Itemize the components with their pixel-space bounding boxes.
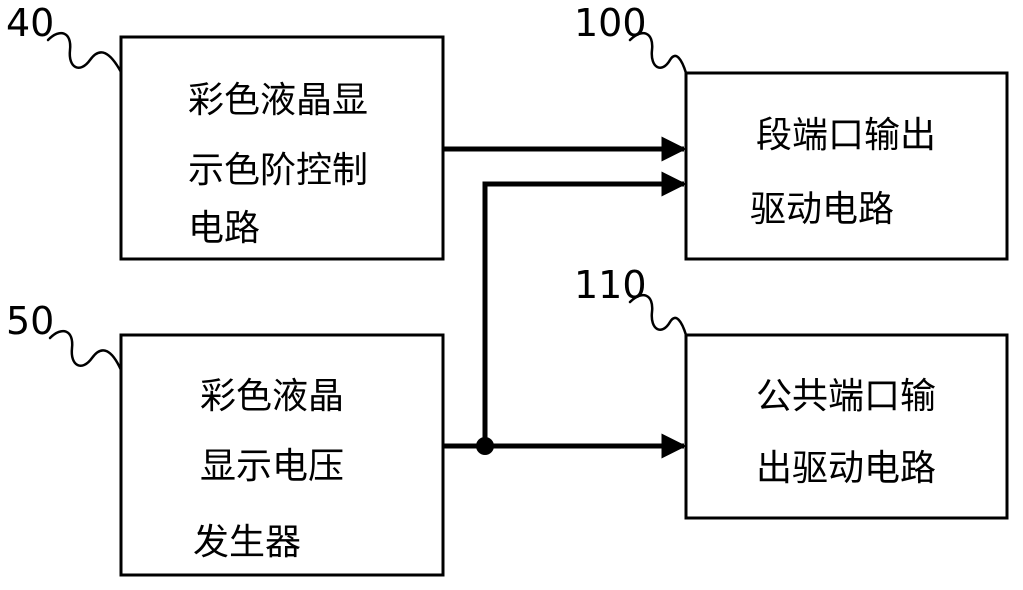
block-common-driver-box — [686, 335, 1007, 518]
block-common-driver-line-1: 公共端口输 — [756, 376, 936, 417]
block-segment-driver-line-2: 驱动电路 — [750, 189, 894, 230]
block-segment-driver-box — [686, 73, 1007, 259]
junction-dot — [476, 437, 494, 455]
leader-line-40 — [48, 33, 121, 72]
arrow-voltage-to-segment — [485, 184, 684, 446]
ref-label-110: 110 — [574, 263, 647, 307]
block-voltage-generator: 彩色液晶 显示电压 发生器 — [121, 335, 443, 575]
block-color-control-line-3: 电路 — [188, 208, 260, 249]
ref-label-40: 40 — [6, 1, 54, 45]
block-voltage-generator-line-2: 显示电压 — [200, 446, 344, 487]
block-segment-driver: 段端口输出 驱动电路 — [686, 73, 1007, 259]
block-voltage-generator-line-3: 发生器 — [193, 522, 301, 563]
block-color-control-line-2: 示色阶控制 — [188, 150, 368, 191]
block-common-driver-line-2: 出驱动电路 — [756, 448, 936, 489]
block-color-control: 彩色液晶显 示色阶控制 电路 — [121, 37, 443, 259]
block-color-control-box — [121, 37, 443, 259]
ref-label-100: 100 — [574, 1, 647, 45]
leader-line-50 — [50, 331, 121, 370]
block-color-control-line-1: 彩色液晶显 — [188, 80, 368, 121]
block-common-driver: 公共端口输 出驱动电路 — [686, 335, 1007, 518]
block-segment-driver-line-1: 段端口输出 — [756, 115, 936, 156]
ref-label-50: 50 — [6, 299, 54, 343]
block-voltage-generator-line-1: 彩色液晶 — [200, 376, 344, 417]
